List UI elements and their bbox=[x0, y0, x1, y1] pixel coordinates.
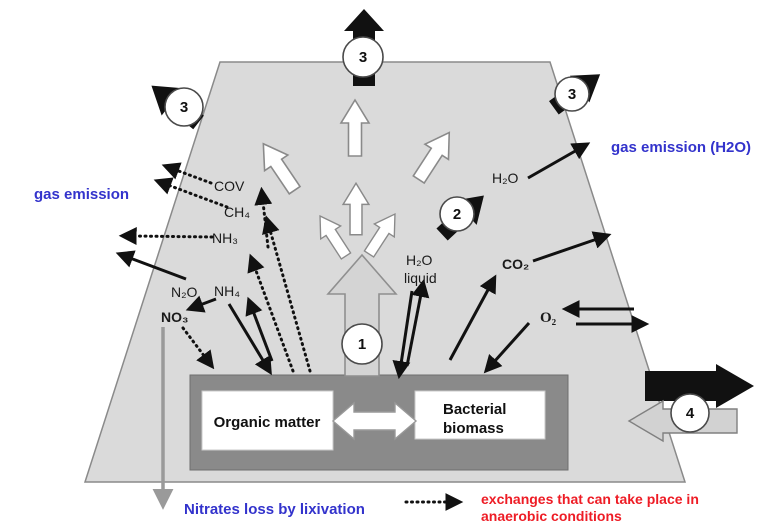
ch4-label: CH₄ bbox=[224, 204, 250, 220]
stage-circle-2-label: 2 bbox=[453, 206, 461, 223]
no3-to-matter-arrow bbox=[181, 326, 215, 370]
stage-circle-3-top bbox=[342, 36, 384, 78]
stage-circle-4 bbox=[670, 393, 710, 433]
gas-emission-right-note: gas emission (H2O) bbox=[611, 139, 751, 156]
nh4-label: NH₄ bbox=[214, 283, 240, 299]
stage4-export-arrow bbox=[645, 364, 754, 408]
o2-label: O₂ bbox=[540, 310, 557, 326]
stage-circle-4-label: 4 bbox=[686, 405, 695, 422]
h2o-liquid-label-line1: H₂O bbox=[406, 252, 433, 268]
legend-anaerobic-line1: exchanges that can take place in bbox=[481, 491, 699, 507]
bacterial-biomass-box bbox=[414, 390, 546, 440]
h2o-liquid-label-line2: liquid bbox=[404, 270, 437, 286]
stage-circle-3-right-label: 3 bbox=[568, 86, 576, 103]
h2o-liquid-down-arrow bbox=[392, 290, 414, 380]
nh3-anaerobic-arrow bbox=[118, 227, 214, 246]
biomass-to-co2-arrow bbox=[448, 274, 497, 361]
h2o-label: H₂O bbox=[492, 170, 519, 186]
h2o-liquid-up-arrow bbox=[405, 278, 430, 367]
matter-biomass-exchange-arrow bbox=[331, 401, 418, 441]
stage-circle-3-top-label: 3 bbox=[359, 49, 367, 66]
stage-circle-2 bbox=[439, 196, 475, 232]
h2o-emission-arrow bbox=[527, 142, 591, 180]
stage-circle-1 bbox=[341, 323, 383, 365]
o2-to-biomass-arrow bbox=[483, 321, 531, 374]
stage-circle-3-left-label: 3 bbox=[180, 99, 188, 116]
anaerobic-rise-arrow-1 bbox=[247, 253, 295, 373]
stage-circle-1-label: 1 bbox=[358, 336, 366, 353]
nh4-to-n2o-arrow bbox=[185, 295, 217, 313]
anaerobic-rise-arrow-3 bbox=[254, 186, 273, 249]
stage-circle-3-left bbox=[164, 87, 204, 127]
cov-anaerobic-arrow bbox=[161, 162, 213, 185]
co2-label: CO₂ bbox=[502, 256, 529, 272]
matter-to-nh4-arrow bbox=[245, 296, 274, 362]
stage-circle-3-right bbox=[554, 76, 590, 112]
nh4-to-matter-arrow bbox=[227, 303, 272, 376]
cov-label: COV bbox=[214, 178, 245, 194]
anaerobic-rise-arrow-2 bbox=[262, 215, 312, 373]
ch4-anaerobic-arrow bbox=[153, 177, 229, 209]
no3-label: NO₃ bbox=[161, 309, 188, 325]
gas-emission-left-note: gas emission bbox=[34, 186, 129, 203]
organic-matter-label: Organic matter bbox=[214, 414, 321, 431]
co2-emission-arrow bbox=[532, 231, 612, 263]
n2o-label: N₂O bbox=[171, 284, 198, 300]
n2o-emission-arrow bbox=[115, 250, 187, 281]
legend-anaerobic-line2: anaerobic conditions bbox=[481, 508, 622, 524]
nitrates-loss-note: Nitrates loss by lixivation bbox=[184, 501, 365, 518]
organic-matter-box bbox=[201, 390, 334, 451]
nh3-label: NH₃ bbox=[212, 230, 238, 246]
bacterial-biomass-label-line1: Bacterial bbox=[443, 401, 506, 418]
bacterial-biomass-label-line2: biomass bbox=[443, 420, 504, 437]
